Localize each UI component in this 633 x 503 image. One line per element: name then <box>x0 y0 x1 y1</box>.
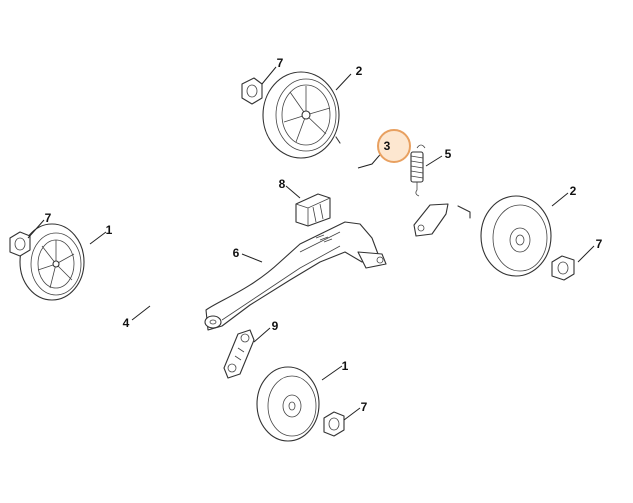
rear-pivot-bracket[interactable] <box>413 203 471 237</box>
callout-cap-front-bottom[interactable]: 7 <box>361 400 368 414</box>
leader-lines <box>27 66 595 421</box>
callout-wheel-front-left[interactable]: 1 <box>106 223 113 237</box>
callout-wheel-rear-top[interactable]: 2 <box>356 64 363 78</box>
spring-part[interactable] <box>410 144 426 197</box>
callout-axle-front[interactable]: 4 <box>123 316 130 330</box>
front-axle-rod[interactable] <box>86 276 209 354</box>
callout-cap-front-left[interactable]: 7 <box>45 211 52 225</box>
callout-cap-rear-top[interactable]: 7 <box>277 56 284 70</box>
damper-block[interactable] <box>295 193 331 227</box>
wheel-front-bottom[interactable] <box>256 366 320 442</box>
hub-cap-rear-top[interactable] <box>241 77 263 105</box>
callout-axle-rear[interactable]: 3 <box>384 139 391 153</box>
hub-cap-rear-right[interactable] <box>551 255 575 281</box>
wheel-rear-top[interactable] <box>262 71 340 159</box>
callout-spring[interactable]: 5 <box>445 147 452 161</box>
callout-wheel-front-bottom[interactable]: 1 <box>342 359 349 373</box>
hub-cap-front-bottom[interactable] <box>323 411 345 437</box>
wheel-front-left[interactable] <box>19 223 85 301</box>
callout-frame[interactable]: 6 <box>233 246 240 260</box>
callout-wheel-rear-right[interactable]: 2 <box>570 184 577 198</box>
bracket-part[interactable] <box>223 329 255 379</box>
callout-bracket[interactable]: 9 <box>272 319 279 333</box>
callout-damper-block[interactable]: 8 <box>279 177 286 191</box>
wheel-rear-right[interactable] <box>480 195 552 277</box>
callout-cap-rear-right[interactable]: 7 <box>596 237 603 251</box>
hub-cap-front-left[interactable] <box>9 231 31 257</box>
main-frame[interactable] <box>204 221 387 331</box>
highlight-circle[interactable] <box>377 129 411 163</box>
